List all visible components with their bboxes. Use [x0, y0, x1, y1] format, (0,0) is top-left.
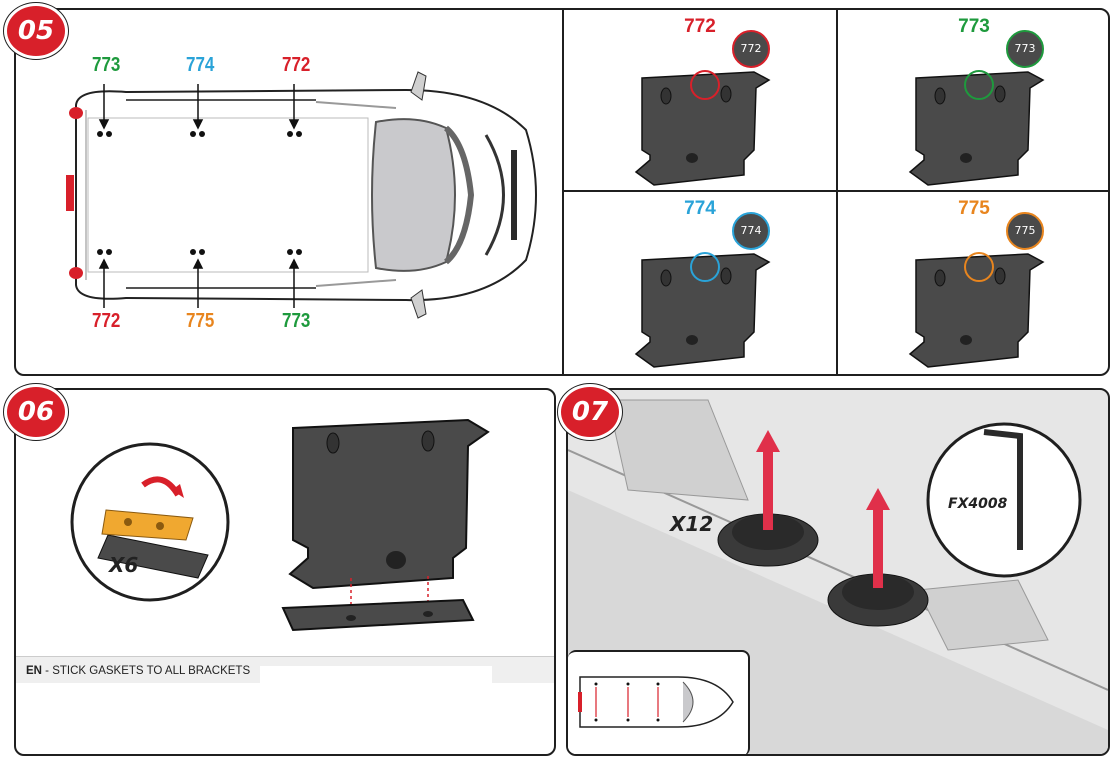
mini-van-top-view — [578, 676, 734, 728]
bracket-tag-775: 775 — [1006, 212, 1044, 250]
bracket-title: 775 — [958, 198, 990, 219]
step-07-panel: X12 FX4008 — [566, 388, 1110, 756]
bracket-title: 772 — [684, 16, 716, 37]
step-badge-07: 07 — [558, 384, 622, 440]
bracket-title: 773 — [958, 16, 990, 37]
inset-van-panel — [568, 650, 750, 754]
top-label-1: 773 — [92, 54, 121, 76]
bottom-label-2: 775 — [186, 310, 215, 332]
bracket-with-gasket — [281, 418, 490, 632]
bottom-label-3: 773 — [282, 310, 311, 332]
tool-magnifier — [926, 422, 1082, 578]
bracket-tag-774: 774 — [732, 212, 770, 250]
gasket-magnifier — [70, 442, 230, 602]
highlight-circle — [690, 252, 720, 282]
bracket-cell-772: 772 772 — [564, 10, 836, 190]
bracket-image — [908, 71, 1045, 186]
van-top-view — [66, 71, 537, 319]
step-05-panel: 773 774 772 772 775 773 772 772 773 — [14, 8, 1110, 376]
highlight-circle — [964, 70, 994, 100]
bracket-image — [908, 253, 1045, 368]
bracket-cell-774: 774 774 — [564, 192, 836, 374]
bracket-cell-775: 775 775 — [838, 192, 1108, 374]
step-badge-05: 05 — [4, 3, 68, 59]
highlight-circle — [964, 252, 994, 282]
top-label-3: 772 — [282, 54, 311, 76]
bottom-label-1: 772 — [92, 310, 121, 332]
bracket-image — [634, 71, 771, 186]
bracket-image — [634, 253, 771, 368]
bracket-title: 774 — [684, 198, 716, 219]
step-06-panel: X6 EN - STICK GASKETS TO ALL BRACKETS — [14, 388, 556, 756]
instruction-text: EN - STICK GASKETS TO ALL BRACKETS — [26, 665, 250, 677]
bracket-cell-773: 773 773 — [838, 10, 1108, 190]
top-label-2: 774 — [186, 54, 215, 76]
bracket-tag-773: 773 — [1006, 30, 1044, 68]
step-badge-06: 06 — [4, 384, 68, 440]
bracket-tag-772: 772 — [732, 30, 770, 68]
instruction-lang: EN — [26, 665, 42, 677]
tool-code: FX4008 — [948, 496, 1008, 512]
instruction-body: - STICK GASKETS TO ALL BRACKETS — [41, 665, 251, 677]
text-mask — [260, 666, 492, 684]
highlight-circle — [690, 70, 720, 100]
foot-quantity: X12 — [670, 512, 714, 536]
bracket-grid: 772 772 773 773 774 — [562, 10, 1108, 374]
gasket-quantity: X6 — [109, 553, 139, 577]
